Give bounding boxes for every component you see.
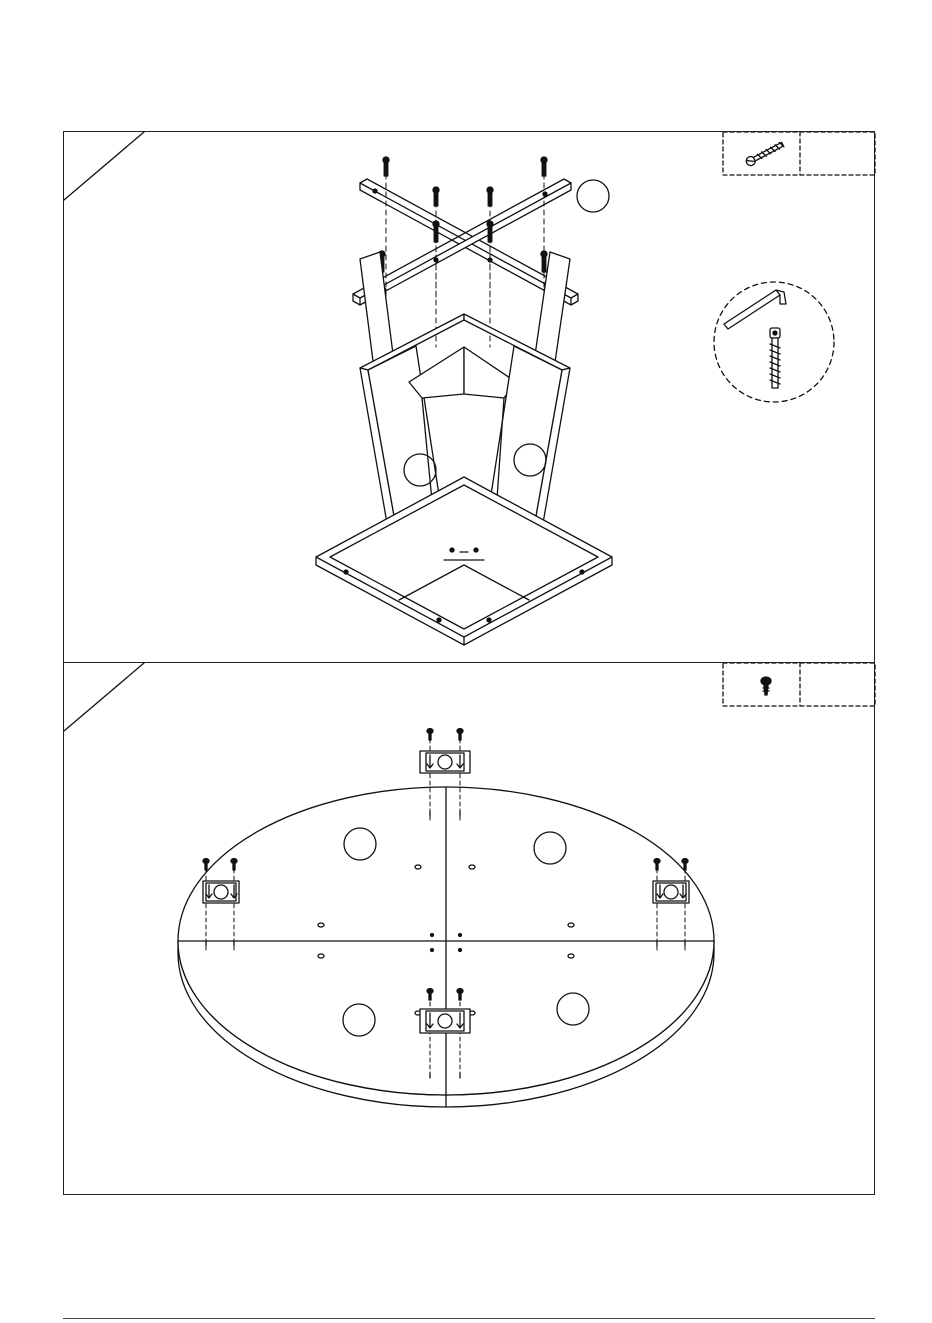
screw-icon xyxy=(761,677,771,695)
screw xyxy=(427,729,433,741)
hardware-detail-circle xyxy=(714,282,834,402)
page-bottom-rule xyxy=(63,1318,875,1319)
bracket-bottom xyxy=(420,1009,470,1033)
bracket-top xyxy=(420,751,470,773)
bolt xyxy=(433,187,439,206)
assembly-step-1-panel xyxy=(63,131,875,663)
tabletop xyxy=(178,787,714,1107)
hardware-box xyxy=(723,132,875,175)
screw xyxy=(203,859,209,871)
hardware-box xyxy=(723,663,875,706)
screw xyxy=(457,729,463,741)
bolt xyxy=(383,157,389,176)
step-number-corner xyxy=(64,663,144,731)
step-number-corner xyxy=(64,132,144,200)
bolt xyxy=(433,221,439,242)
step-2-illustration xyxy=(64,663,876,1196)
bottom-base-frame xyxy=(316,477,612,645)
bolt xyxy=(541,251,547,272)
part-callout-circle xyxy=(577,180,609,212)
allen-key-icon xyxy=(724,290,786,329)
bolt xyxy=(487,187,493,206)
bolt xyxy=(541,157,547,176)
assembly-step-2-panel xyxy=(63,662,875,1195)
bolt-icon xyxy=(745,140,785,167)
bolt xyxy=(487,221,493,242)
step-1-illustration xyxy=(64,132,876,664)
bolt-icon xyxy=(770,328,780,388)
